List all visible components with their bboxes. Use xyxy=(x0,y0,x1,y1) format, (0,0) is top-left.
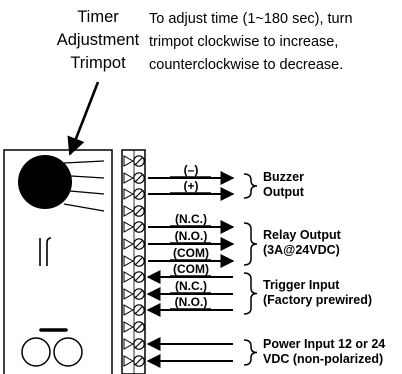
instruction-line-3: counterclockwise to decrease. xyxy=(149,57,344,73)
screw-slot xyxy=(135,290,143,298)
group-label-line-2: (Factory prewired) xyxy=(263,292,373,307)
terminal-screw xyxy=(123,205,145,217)
terminal-clamp xyxy=(123,255,135,267)
terminal-screw xyxy=(123,338,145,350)
screw-slot xyxy=(135,223,143,231)
terminal-clamp xyxy=(123,221,135,233)
screw-slot xyxy=(135,240,143,248)
group-label-line-2: VDC (non-polarized) xyxy=(263,351,384,366)
screw-slot xyxy=(135,306,143,314)
trimpot-lead xyxy=(63,203,105,212)
terminal-clamp xyxy=(123,288,135,300)
group-brace xyxy=(243,222,258,266)
trimpot-knob xyxy=(18,155,72,209)
group-label-line-2: (3A@24VDC) xyxy=(263,243,340,257)
led-right xyxy=(53,337,83,367)
terminal-clamp xyxy=(123,238,135,250)
wire-label: (–) xyxy=(183,163,199,177)
trimpot-title: Timer Adjustment Trimpot xyxy=(52,6,144,75)
terminal-clamp xyxy=(123,338,135,350)
wire-label: (N.O.) xyxy=(174,229,208,243)
trimpot-title-line-2: Adjustment xyxy=(56,31,140,49)
terminal-screw xyxy=(123,238,145,250)
instruction-line-1: To adjust time (1~180 sec), turn xyxy=(149,11,353,27)
led-left xyxy=(21,337,51,367)
group-label: Trigger Input(Factory prewired) xyxy=(263,278,372,308)
trimpot-title-line-1: Timer xyxy=(77,8,119,26)
group-label-line-1: Relay Output xyxy=(263,228,341,242)
trimpot-lead xyxy=(70,175,105,179)
terminal-screw xyxy=(123,321,145,333)
capacitor-component xyxy=(39,237,52,266)
circuit-board xyxy=(3,149,113,374)
terminal-clamp xyxy=(123,355,135,367)
screw-slot xyxy=(135,323,143,331)
terminal-clamp xyxy=(123,304,135,316)
group-label-line-1: Buzzer xyxy=(263,170,304,184)
terminal-screw xyxy=(123,288,145,300)
group-label: Relay Output(3A@24VDC) xyxy=(263,228,341,258)
trimpot-title-line-3: Trimpot xyxy=(70,54,126,72)
trimpot-lead xyxy=(63,160,105,164)
screw-slot xyxy=(135,340,143,348)
terminal-screw xyxy=(123,255,145,267)
screw-slot xyxy=(135,357,143,365)
trimpot-lead xyxy=(69,190,105,195)
instruction-line-2: trimpot clockwise to increase, xyxy=(149,34,339,50)
screw-slot xyxy=(135,273,143,281)
trimpot-pointer-arrow xyxy=(67,81,100,156)
terminal-clamp xyxy=(123,155,135,167)
screw-slot xyxy=(135,207,143,215)
group-brace xyxy=(243,339,258,366)
terminal-clamp xyxy=(123,321,135,333)
terminal-screw xyxy=(123,271,145,283)
wire-label: (COM) xyxy=(173,262,209,276)
group-label-line-1: Power Input 12 or 24 xyxy=(263,336,386,351)
screw-slot xyxy=(135,257,143,265)
terminal-clamp xyxy=(123,271,135,283)
group-brace xyxy=(243,272,258,315)
screw-slot xyxy=(135,174,143,182)
terminal-screw xyxy=(123,172,145,184)
terminal-screw xyxy=(123,155,145,167)
terminal-screw xyxy=(123,221,145,233)
terminal-screw xyxy=(123,304,145,316)
wire-label: (N.C.) xyxy=(175,279,207,293)
terminal-clamp xyxy=(123,205,135,217)
screw-slot xyxy=(135,157,143,165)
group-label-line-1: Trigger Input xyxy=(263,277,340,292)
wire-label: (+) xyxy=(183,179,199,193)
wire-label: (N.O.) xyxy=(174,295,208,309)
terminal-clamp xyxy=(123,172,135,184)
wire-label: (COM) xyxy=(173,246,209,260)
terminal-screw xyxy=(123,355,145,367)
wire-label: (N.C.) xyxy=(175,212,207,226)
terminal-screw xyxy=(123,188,145,200)
screw-slot xyxy=(135,190,143,198)
group-brace xyxy=(243,173,258,199)
group-label-line-2: Output xyxy=(263,185,304,199)
terminal-clamp xyxy=(123,188,135,200)
adjust-instructions: To adjust time (1~180 sec), turn trimpot… xyxy=(149,8,399,77)
